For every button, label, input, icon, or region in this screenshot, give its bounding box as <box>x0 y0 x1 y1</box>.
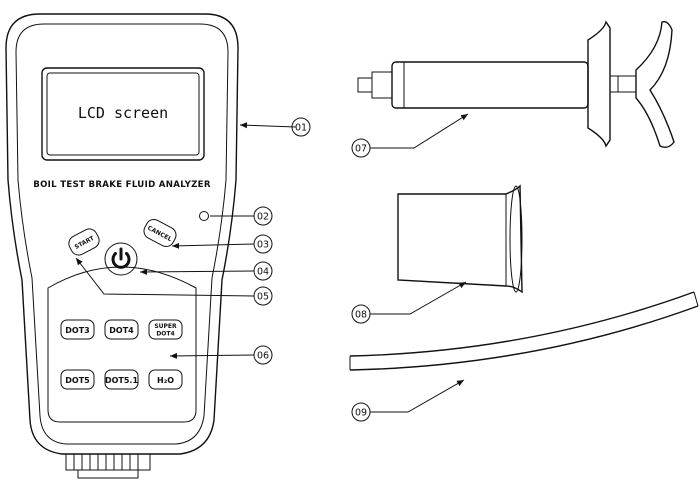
cancel-button[interactable]: CANCEL <box>141 217 179 250</box>
power-button[interactable] <box>104 242 138 276</box>
callout-05: 05 <box>75 257 273 306</box>
device-title: BOIL TEST BRAKE FLUID ANALYZER <box>33 180 211 190</box>
sample-cup-icon <box>397 184 523 294</box>
h2o-button-label: H₂O <box>157 376 174 385</box>
cancel-button-label: CANCEL <box>146 225 173 244</box>
dot5-button-label: DOT5 <box>65 376 90 385</box>
device-inner-shell <box>15 23 229 445</box>
super-dot4-button-label-1: SUPER <box>154 323 177 330</box>
callout-08: 08 <box>351 281 467 324</box>
lcd-screen <box>41 67 205 161</box>
dot51-button-label: DOT5.1 <box>105 376 139 385</box>
bottom-connector <box>65 453 151 479</box>
start-button[interactable]: START <box>66 226 102 258</box>
power-icon <box>111 247 131 269</box>
dot5-button[interactable]: DOT5 <box>60 369 95 390</box>
tube-icon <box>349 291 699 371</box>
callout-08-label: 08 <box>355 310 367 321</box>
indicator-light-icon <box>199 211 209 221</box>
dot51-button[interactable]: DOT5.1 <box>104 369 139 390</box>
callout-09: 09 <box>351 379 465 422</box>
lcd-screen-inner <box>46 72 200 156</box>
callout-03-label: 03 <box>257 240 269 251</box>
callout-07: 07 <box>351 113 469 158</box>
h2o-button[interactable]: H₂O <box>148 369 183 390</box>
super-dot4-button[interactable]: SUPER DOT4 <box>148 319 183 340</box>
dot4-button-label: DOT4 <box>109 326 134 335</box>
callout-06-label: 06 <box>257 351 269 362</box>
callout-09-label: 09 <box>355 408 367 419</box>
keypad-panel <box>47 266 197 423</box>
syringe-icon <box>357 20 675 149</box>
callout-06: 06 <box>169 345 273 365</box>
analyzer-device: LCD screen BOIL TEST BRAKE FLUID ANALYZE… <box>5 13 239 479</box>
callout-03: 03 <box>171 234 273 254</box>
callout-04: 04 <box>139 261 273 281</box>
callout-07-label: 07 <box>355 144 367 155</box>
callout-05-label: 05 <box>257 292 269 303</box>
callout-01: 01 <box>239 117 311 137</box>
callout-01-label: 01 <box>295 123 307 134</box>
dot3-button[interactable]: DOT3 <box>60 319 95 340</box>
dot3-button-label: DOT3 <box>65 326 89 335</box>
super-dot4-button-label-2: DOT4 <box>156 331 174 338</box>
dot4-button[interactable]: DOT4 <box>104 319 139 340</box>
callout-02: 02 <box>210 206 273 226</box>
device-outer-shell <box>5 13 239 455</box>
lcd-screen-label: LCD screen <box>78 104 168 122</box>
callout-02-label: 02 <box>257 212 269 223</box>
callout-04-label: 04 <box>257 267 269 278</box>
